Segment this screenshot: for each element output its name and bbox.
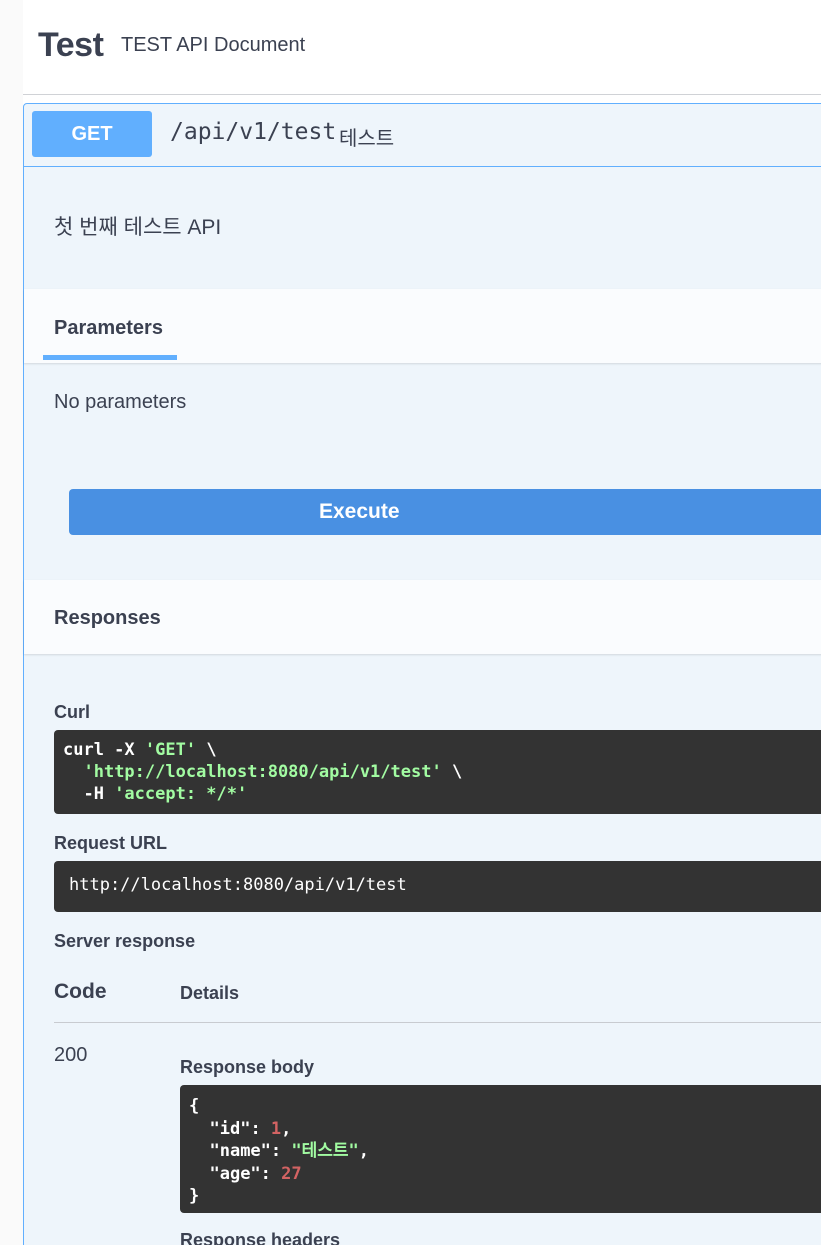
- operation-description: 첫 번째 테스트 API: [54, 216, 222, 239]
- response-body-block[interactable]: { "id": 1, "name": "테스트", "age": 27 }: [180, 1085, 821, 1213]
- json-value-age: 27: [281, 1163, 302, 1184]
- execute-button[interactable]: Execute: [69, 489, 821, 535]
- operation-summary[interactable]: GET /api/v1/test 테스트: [24, 104, 821, 167]
- left-gutter: [0, 0, 23, 1245]
- responses-title: Responses: [54, 607, 161, 629]
- response-body-label: Response body: [180, 1057, 315, 1077]
- response-headers-label: Response headers: [180, 1230, 341, 1245]
- json-close-brace: }: [189, 1186, 200, 1206]
- operation-summary-text: 테스트: [339, 128, 395, 150]
- curl-header-flag: -H: [63, 784, 115, 804]
- server-response-label: Server response: [54, 931, 196, 951]
- curl-continuation: \: [196, 740, 217, 760]
- request-url-label: Request URL: [54, 833, 168, 853]
- no-parameters-text: No parameters: [54, 391, 187, 413]
- column-details: Details: [180, 983, 240, 1003]
- responses-header: Responses: [24, 580, 821, 654]
- parameters-header: Parameters: [24, 289, 821, 363]
- curl-header-value: 'accept: */*': [114, 784, 248, 804]
- curl-url: 'http://localhost:8080/api/v1/test': [83, 762, 442, 782]
- curl-command: curl -X: [63, 740, 145, 760]
- column-code: Code: [54, 980, 107, 1003]
- operation-path: /api/v1/test: [170, 119, 337, 145]
- tab-active-indicator: [43, 355, 177, 360]
- curl-continuation: \: [441, 762, 463, 782]
- curl-method: 'GET': [144, 740, 197, 760]
- curl-label: Curl: [54, 702, 90, 722]
- api-subtitle: TEST API Document: [121, 34, 306, 56]
- json-value-id: 1: [270, 1118, 282, 1139]
- json-key-name: "name": [209, 1141, 271, 1161]
- json-key-id: "id": [209, 1118, 251, 1139]
- api-title: Test: [38, 26, 104, 64]
- method-badge: GET: [32, 111, 152, 157]
- json-value-name: "테스트": [291, 1141, 359, 1161]
- json-open-brace: {: [189, 1096, 200, 1116]
- api-info-header: Test TEST API Document: [23, 0, 821, 95]
- operation-block: GET /api/v1/test 테스트 첫 번째 테스트 API Parame…: [23, 103, 821, 1245]
- request-url-block[interactable]: http://localhost:8080/api/v1/test: [54, 861, 821, 912]
- tab-parameters[interactable]: Parameters: [54, 317, 163, 339]
- table-divider: [54, 1022, 821, 1023]
- response-status-code: 200: [54, 1044, 88, 1066]
- curl-code-block[interactable]: curl -X 'GET' \ 'http://localhost:8080/a…: [54, 730, 821, 814]
- json-key-age: "age": [209, 1163, 261, 1184]
